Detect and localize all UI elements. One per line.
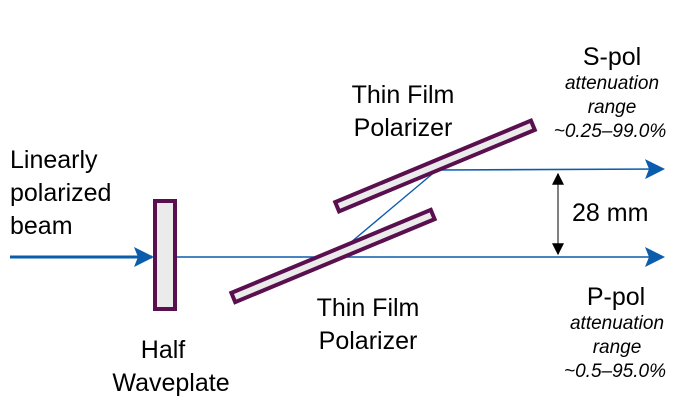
thin-film-polarizer-top xyxy=(332,118,538,214)
s-pol-title: S-pol xyxy=(583,43,641,71)
input-label-line1: Linearly xyxy=(10,146,98,174)
bottom-polarizer-label-line1: Thin Film xyxy=(317,294,420,322)
s-pol-note-line2: range xyxy=(588,97,637,118)
thin-film-polarizer-bottom xyxy=(228,207,438,305)
p-pol-note-line3: ~0.5–95.0% xyxy=(564,361,666,382)
s-pol-note-line3: ~0.25–99.0% xyxy=(554,121,667,142)
input-label-line3: beam xyxy=(10,212,73,240)
reflected-beam xyxy=(349,169,438,244)
s-pol-beam-arrow xyxy=(436,159,665,180)
waveplate-label-line1: Half xyxy=(141,336,186,364)
separation-label: 28 mm xyxy=(572,199,648,227)
top-polarizer-label-line2: Polarizer xyxy=(354,114,453,142)
p-pol-note-line1: attenuation xyxy=(570,313,664,334)
input-label-line2: polarized xyxy=(10,179,111,207)
half-waveplate xyxy=(153,199,177,311)
s-pol-note-line1: attenuation xyxy=(565,73,659,94)
top-polarizer-label-line1: Thin Film xyxy=(352,81,455,109)
waveplate-label-line2: Waveplate xyxy=(112,369,229,397)
bottom-polarizer-label-line2: Polarizer xyxy=(319,327,418,355)
p-pol-title: P-pol xyxy=(587,283,645,311)
p-pol-note-line2: range xyxy=(593,337,642,358)
